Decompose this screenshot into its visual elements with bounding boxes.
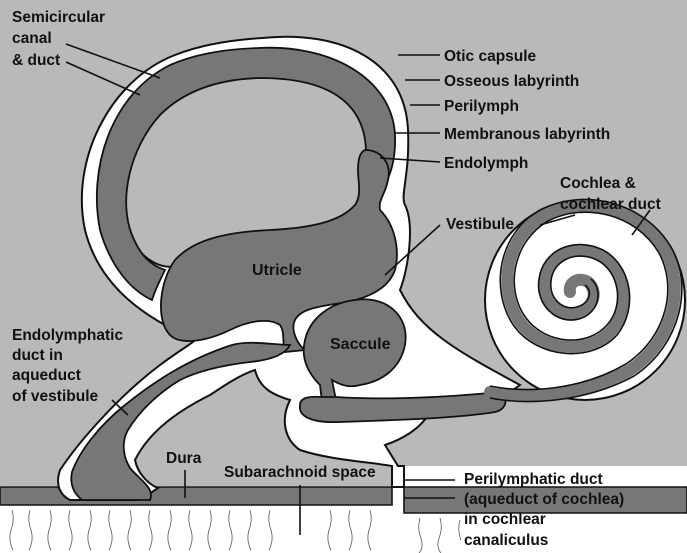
label-semicircular-2: canal (12, 30, 52, 47)
label-vestibule: Vestibule (446, 216, 514, 233)
label-perilymph: Perilymph (444, 98, 519, 115)
label-saccule: Saccule (330, 336, 391, 353)
canaliculus-region (400, 466, 687, 488)
endolymphatic-duct (70, 341, 292, 501)
semicircular-duct (96, 46, 396, 302)
label-endolymphatic-1: Endolymphatic (12, 327, 123, 344)
label-perilymphatic-2: (aqueduct of cochlea) (464, 491, 624, 508)
label-perilymphatic-3: in cochlear (464, 511, 546, 528)
utricle (160, 149, 398, 353)
label-endolymph: Endolymph (444, 155, 528, 172)
cochlea-spiral-outline (489, 211, 669, 391)
label-cochlea-2: cochlear duct (560, 196, 661, 213)
label-semicircular-1: Semicircular (12, 9, 105, 26)
label-semicircular-3: & duct (12, 52, 60, 69)
saccule (302, 298, 407, 404)
label-subarachnoid: Subarachnoid space (224, 464, 376, 481)
label-membranous-labyrinth: Membranous labyrinth (444, 126, 610, 143)
leader-lines (65, 43, 651, 535)
label-perilymphatic-4: canaliculus (464, 532, 548, 549)
label-endolymphatic-2: duct in (12, 347, 63, 364)
cochlea-spiral-outline-2 (489, 198, 683, 403)
label-dura: Dura (166, 450, 202, 467)
label-endolymphatic-4: of vestibule (12, 388, 99, 405)
cochlear-duct-base (299, 391, 507, 423)
label-cochlea-1: Cochlea & (560, 175, 636, 192)
label-endolymphatic-3: aqueduct (12, 367, 81, 384)
arachnoid-strands (9, 509, 462, 553)
label-otic-capsule: Otic capsule (444, 48, 537, 65)
label-osseous-labyrinth: Osseous labyrinth (444, 73, 579, 90)
dura-layer-right (403, 486, 687, 514)
label-utricle: Utricle (252, 262, 302, 279)
label-perilymphatic-1: Perilymphatic duct (464, 471, 603, 488)
cochlea (484, 198, 686, 403)
cochlea-spiral-duct (484, 199, 681, 402)
